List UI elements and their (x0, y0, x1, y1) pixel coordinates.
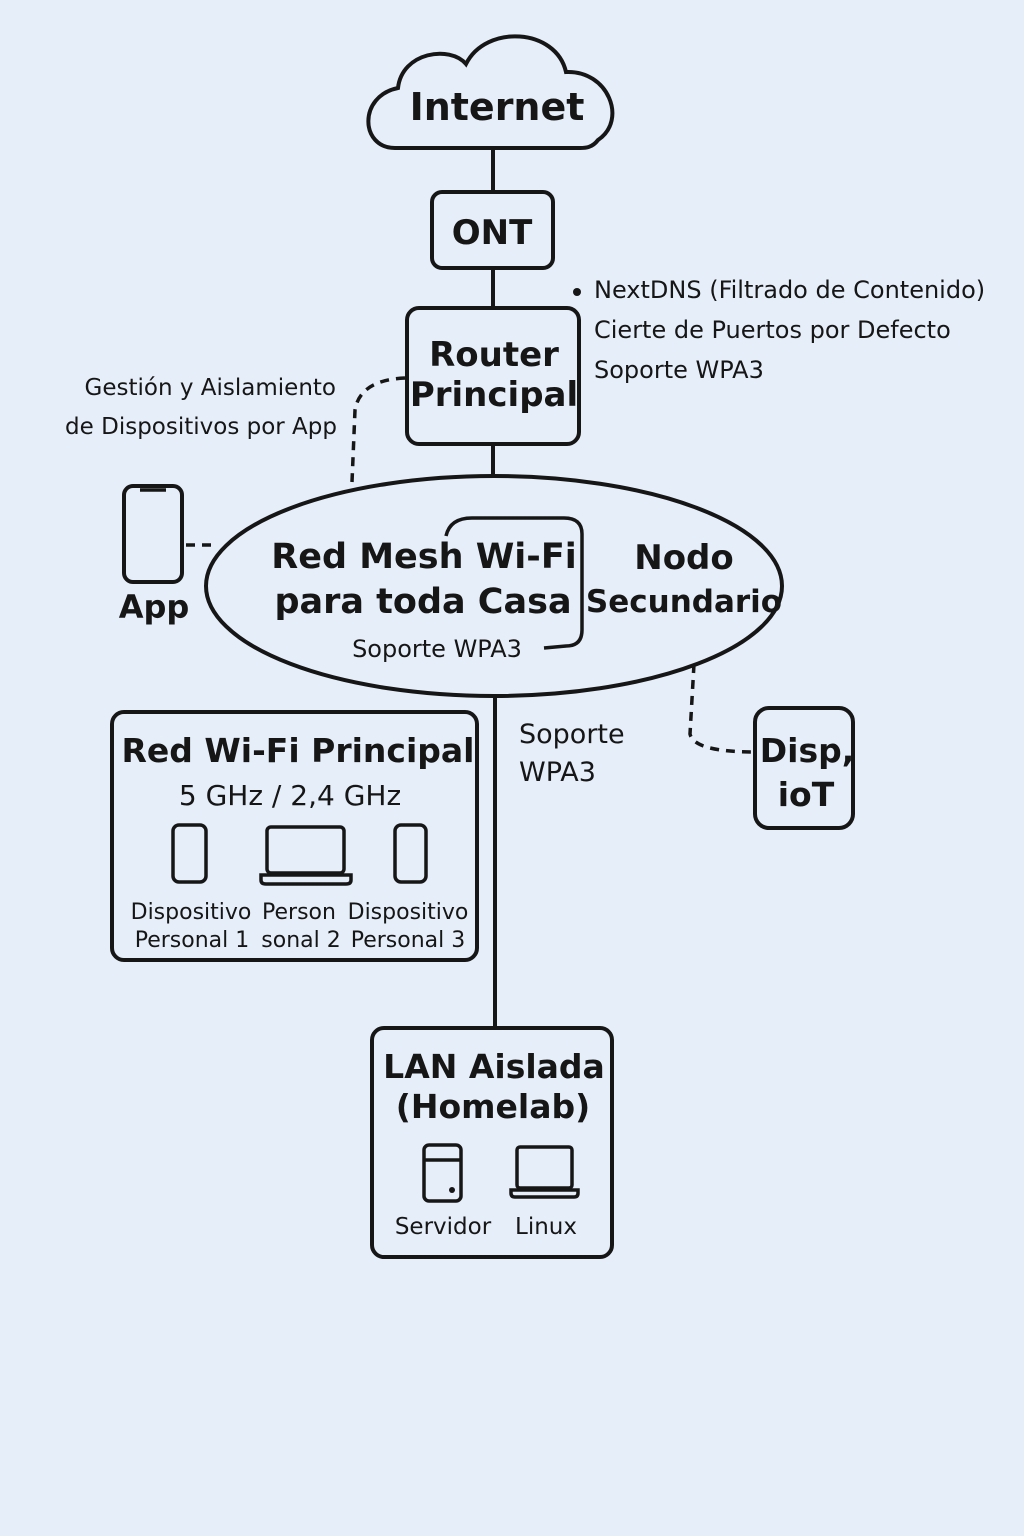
device-3-line2: Personal 3 (351, 928, 466, 953)
mesh-support-label: Soporte WPA3 (352, 635, 522, 663)
iot-box: Disp, ioT (753, 706, 855, 830)
internet-cloud: Internet (366, 34, 615, 150)
phone-icon (122, 484, 184, 584)
ont-label: ONT (452, 213, 533, 253)
device-2-line2: sonal 2 (261, 928, 340, 953)
laptop-icon (259, 825, 353, 886)
secondary-node-line1: Nodo (634, 538, 734, 578)
mesh-node-outline (444, 516, 584, 650)
laptop-icon (509, 1145, 580, 1199)
bullet-icon (573, 288, 581, 296)
app-device: App (119, 484, 190, 626)
mesh-link-support-line1: Soporte (519, 719, 625, 750)
app-label: App (119, 588, 190, 626)
main-wifi-bands: 5 GHz / 2,4 GHz (179, 779, 401, 812)
mesh-label-line2: para toda Casa (274, 582, 571, 622)
router-feature-1: NextDNS (Filtrado de Contenido) (594, 276, 985, 304)
router-box: Router Principal (405, 306, 581, 446)
mesh-link-support: Soporte WPA3 (519, 719, 625, 788)
internet-label: Internet (410, 85, 585, 129)
app-management-line2: de Dispositivos por App (65, 414, 337, 440)
server-icon (422, 1143, 463, 1203)
iot-label-line2: ioT (778, 775, 835, 814)
mesh-link-support-line2: WPA3 (519, 757, 596, 788)
app-management-note: Gestión y Aislamiento de Dispositivos po… (65, 375, 337, 440)
phone-icon (171, 823, 208, 884)
mesh-label-line1: Red Mesh Wi-Fi (271, 537, 576, 577)
phone-icon (393, 823, 428, 884)
link-mesh-iot-dashed (688, 663, 756, 754)
lan-device-server: Servidor (395, 1214, 492, 1240)
router-feature-3: Soporte WPA3 (594, 356, 764, 384)
mesh-network: Red Mesh Wi-Fi para toda Casa Soporte WP… (204, 474, 784, 698)
app-management-line1: Gestión y Aislamiento (85, 375, 336, 401)
lan-device-linux: Linux (515, 1214, 577, 1240)
ont-box: ONT (430, 190, 555, 270)
device-2-line1: Person (262, 900, 336, 925)
main-wifi-title: Red Wi-Fi Principal (122, 731, 475, 770)
router-label-line2: Principal (410, 375, 578, 415)
device-1-line1: Dispositivo (131, 900, 252, 925)
device-1-line2: Personal 1 (135, 928, 250, 953)
router-features: NextDNS (Filtrado de Contenido) Cierte d… (573, 276, 985, 384)
secondary-node-line2: Secundario (586, 584, 782, 620)
device-3-line1: Dispositivo (348, 900, 469, 925)
lan-box: LAN Aislada (Homelab) Servidor Linux (370, 1026, 614, 1259)
lan-label-line1: LAN Aislada (383, 1047, 605, 1086)
link-router-app-dashed (350, 376, 406, 483)
lan-label-line2: (Homelab) (396, 1087, 590, 1126)
router-feature-2: Cierte de Puertos por Defecto (594, 316, 951, 344)
main-wifi-box: Red Wi-Fi Principal 5 GHz / 2,4 GHz Disp… (110, 710, 479, 962)
iot-label-line1: Disp, (760, 731, 855, 770)
cloud-icon (366, 34, 615, 150)
router-label-line1: Router (429, 335, 559, 375)
